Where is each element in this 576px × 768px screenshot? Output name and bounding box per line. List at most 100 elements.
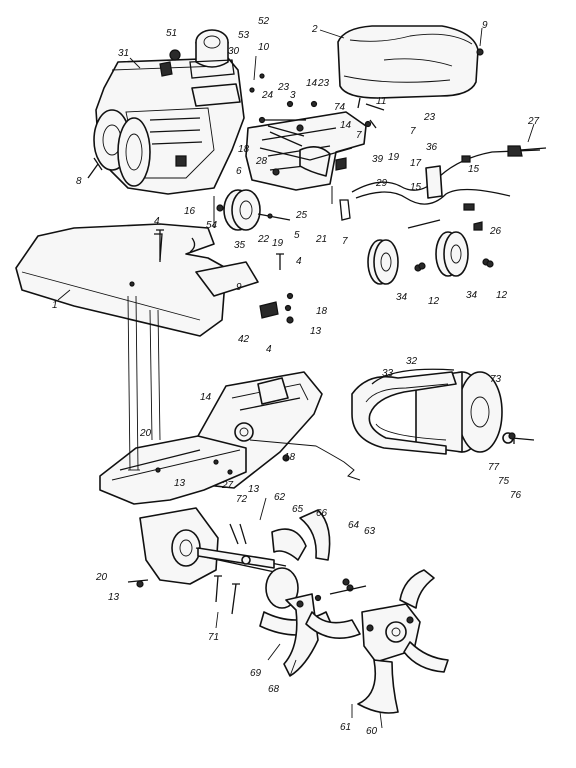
callout-71: 71 xyxy=(208,632,219,643)
outer-tine-assembly xyxy=(305,569,449,714)
callout-61: 61 xyxy=(340,722,351,733)
control-cables xyxy=(351,145,547,231)
callout-74: 74 xyxy=(334,102,346,113)
callout-54: 54 xyxy=(206,220,218,231)
callout-69: 69 xyxy=(250,668,262,679)
callout-21: 21 xyxy=(315,234,327,245)
callout-23: 23 xyxy=(317,78,330,89)
engine xyxy=(93,57,245,195)
callout-18: 18 xyxy=(238,144,250,155)
callout-17: 17 xyxy=(410,158,422,169)
callout-34: 34 xyxy=(466,290,478,301)
callout-13: 13 xyxy=(108,592,120,603)
tine-shield xyxy=(99,435,247,505)
callout-27: 27 xyxy=(527,116,540,127)
engine-pulley xyxy=(223,189,291,231)
callout-35: 35 xyxy=(234,240,246,251)
leader-lines xyxy=(57,27,535,729)
handle-tubes xyxy=(127,295,161,471)
callout-39: 39 xyxy=(372,154,384,165)
callout-3: 3 xyxy=(290,90,296,101)
callout-5: 5 xyxy=(294,230,300,241)
idler-pulley-right xyxy=(435,231,490,277)
tine-axle xyxy=(197,523,275,569)
callout-13: 13 xyxy=(174,478,186,489)
tine-bolts xyxy=(127,575,240,615)
callout-14: 14 xyxy=(200,392,212,403)
callout-12: 12 xyxy=(428,296,440,307)
callout-7: 7 xyxy=(410,126,416,137)
handle-bracket xyxy=(245,111,367,191)
callout-16: 16 xyxy=(184,206,196,217)
callout-1: 1 xyxy=(52,300,58,311)
gear-case xyxy=(139,507,287,585)
callout-34: 34 xyxy=(396,292,408,303)
callout-31: 31 xyxy=(118,48,129,59)
fuel-tank xyxy=(337,25,479,111)
callout-4: 4 xyxy=(154,216,160,227)
callout-65: 65 xyxy=(292,504,304,515)
callout-14: 14 xyxy=(340,120,352,131)
callout-11: 11 xyxy=(376,96,386,107)
callout-76: 76 xyxy=(510,490,522,501)
callout-52: 52 xyxy=(258,16,270,27)
callout-72: 72 xyxy=(236,494,248,505)
callout-19: 19 xyxy=(272,238,284,249)
inner-tine-assembly xyxy=(259,509,367,677)
callout-75: 75 xyxy=(498,476,510,487)
callout-51: 51 xyxy=(166,28,177,39)
callout-29: 29 xyxy=(375,178,388,189)
callout-18: 18 xyxy=(284,452,296,463)
callout-64: 64 xyxy=(348,520,360,531)
callout-73: 73 xyxy=(490,374,502,385)
callout-9: 9 xyxy=(236,282,242,293)
callout-24: 24 xyxy=(261,90,274,101)
callout-25: 25 xyxy=(295,210,308,221)
callout-22: 22 xyxy=(257,234,270,245)
callout-68: 68 xyxy=(268,684,280,695)
callout-4: 4 xyxy=(296,256,302,267)
callout-77: 77 xyxy=(488,462,500,473)
callout-7: 7 xyxy=(356,130,362,141)
callout-23: 23 xyxy=(423,112,436,123)
idler-pulley-left xyxy=(367,239,422,285)
callout-32: 32 xyxy=(406,356,418,367)
callout-14: 14 xyxy=(306,78,318,89)
callout-27: 27 xyxy=(221,480,234,491)
callout-15: 15 xyxy=(468,164,480,175)
callout-8: 8 xyxy=(76,176,82,187)
callout-7: 7 xyxy=(342,236,348,247)
callout-28: 28 xyxy=(255,156,268,167)
air-cleaner xyxy=(189,29,235,79)
fuel-cap xyxy=(169,49,181,61)
callout-42: 42 xyxy=(238,334,250,345)
callout-20: 20 xyxy=(95,572,108,583)
callout-60: 60 xyxy=(366,726,378,737)
callout-30: 30 xyxy=(228,46,240,57)
callout-10: 10 xyxy=(258,42,270,53)
callout-23: 23 xyxy=(277,82,290,93)
callout-26: 26 xyxy=(489,226,502,237)
callout-12: 12 xyxy=(496,290,508,301)
callout-13: 13 xyxy=(310,326,322,337)
callout-20: 20 xyxy=(139,428,152,439)
callout-15: 15 xyxy=(410,182,422,193)
callout-9: 9 xyxy=(482,20,488,31)
callout-53: 53 xyxy=(238,30,250,41)
callout-63: 63 xyxy=(364,526,376,537)
callout-13: 13 xyxy=(248,484,260,495)
callout-66: 66 xyxy=(316,508,328,519)
callout-62: 62 xyxy=(274,492,286,503)
callout-36: 36 xyxy=(426,142,438,153)
control-links xyxy=(258,100,372,221)
callout-19: 19 xyxy=(388,152,400,163)
callout-2: 2 xyxy=(311,24,318,35)
callout-6: 6 xyxy=(236,166,242,177)
callout-18: 18 xyxy=(316,306,328,317)
callout-33: 33 xyxy=(382,368,394,379)
transmission-pulley xyxy=(415,371,514,453)
drive-belts xyxy=(351,368,457,455)
belt-cover xyxy=(15,223,259,337)
misc-hardware xyxy=(87,48,516,586)
